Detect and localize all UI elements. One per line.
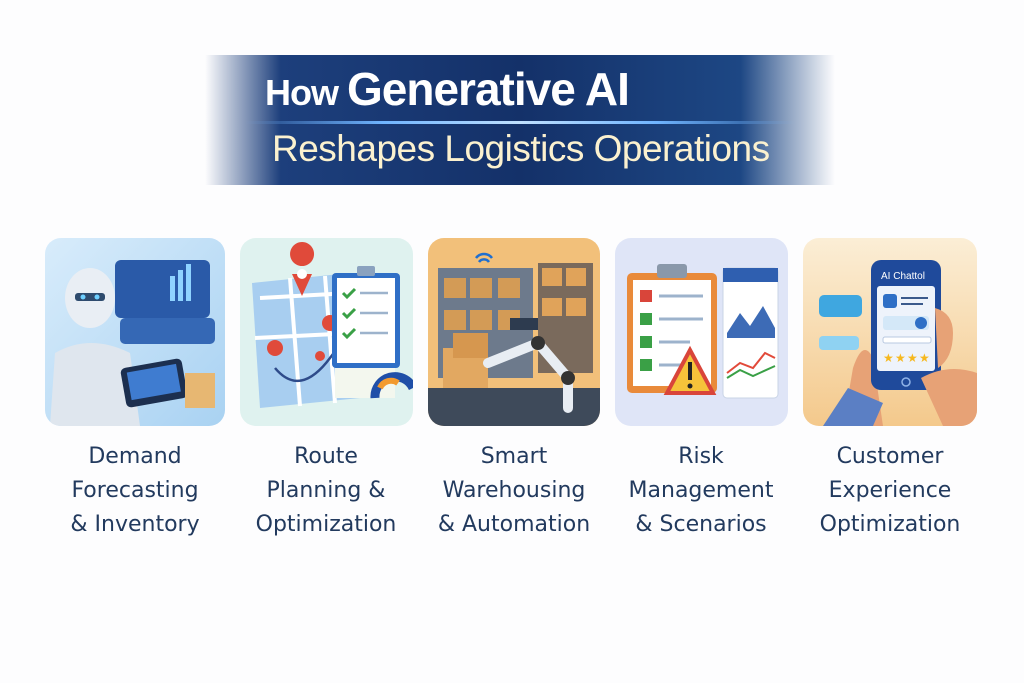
caption-line: Demand [88, 444, 182, 469]
caption-line: Route [294, 444, 358, 469]
caption-line: Forecasting [71, 478, 199, 503]
caption-line: Risk [678, 444, 724, 469]
card-demand-forecasting [45, 238, 225, 426]
caption-line: Management [628, 478, 774, 503]
card-customer-experience: AI Chattol ★★★★ [803, 238, 977, 426]
caption-line: & Automation [437, 512, 591, 537]
phone-app-label: AI Chattol [881, 271, 925, 282]
phone-chat-rating-icon: AI Chattol ★★★★ [803, 238, 977, 426]
robot-tablet-dashboard-icon [45, 238, 225, 426]
caption-line: Optimization [255, 512, 397, 537]
caption-line: Smart [480, 444, 548, 469]
title-banner [205, 55, 835, 185]
banner-divider [245, 121, 795, 124]
warehouse-robot-arm-icon [428, 238, 600, 426]
caption-line: & Inventory [70, 512, 200, 537]
caption-line: Customer [836, 444, 944, 469]
svg-text:★: ★ [883, 351, 894, 365]
caption-line: Warehousing [442, 478, 586, 503]
caption-line: Experience [828, 478, 952, 503]
title-line-1: How Generative AI [265, 62, 630, 116]
svg-text:★: ★ [895, 351, 906, 365]
svg-text:★: ★ [907, 351, 918, 365]
map-pins-checklist-icon [240, 238, 413, 426]
caption-line: & Scenarios [635, 512, 767, 537]
checklist-warning-chart-icon [615, 238, 788, 426]
title-line-2: Reshapes Logistics Operations [272, 128, 770, 169]
card-route-planning [240, 238, 413, 426]
title-prefix: How [265, 72, 339, 113]
title-main: Generative AI [347, 63, 630, 115]
caption-line: Optimization [819, 512, 961, 537]
caption-line: Planning & [266, 478, 386, 503]
card-risk-management [615, 238, 788, 426]
card-smart-warehousing [428, 238, 600, 426]
svg-text:★: ★ [919, 351, 930, 365]
